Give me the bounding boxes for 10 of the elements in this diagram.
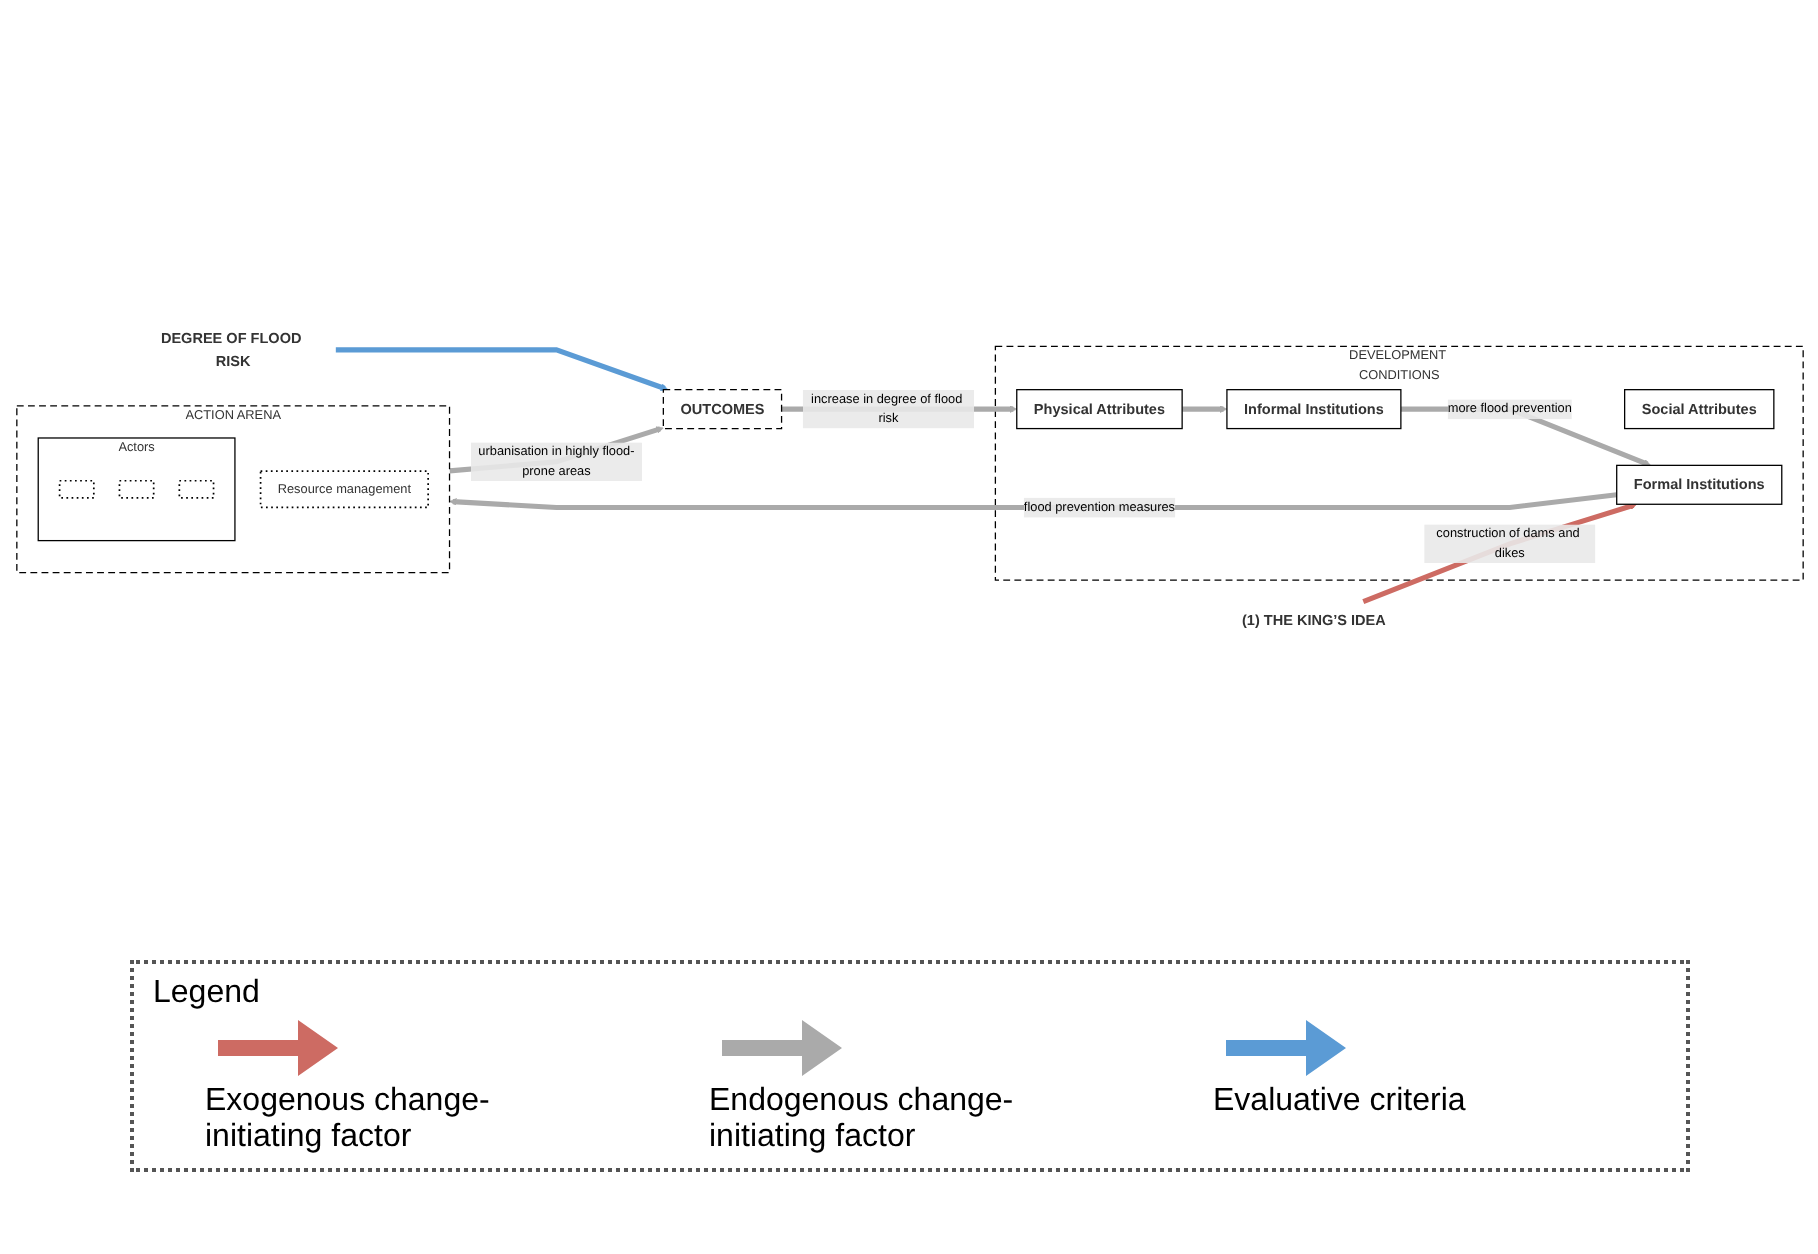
legend-text: Endogenous change-initiating factor [709,1084,1016,1156]
arrow [1361,502,1637,604]
legend-text: Exogenous change-initiating factor [205,1084,492,1156]
arrow [334,347,668,391]
node-box [117,479,154,499]
node-box [177,479,214,499]
node-box [57,479,94,499]
legend-heading: Legend [153,976,262,1012]
arrow [1181,405,1227,413]
legend-text: Evaluative criteria [1213,1084,1466,1120]
